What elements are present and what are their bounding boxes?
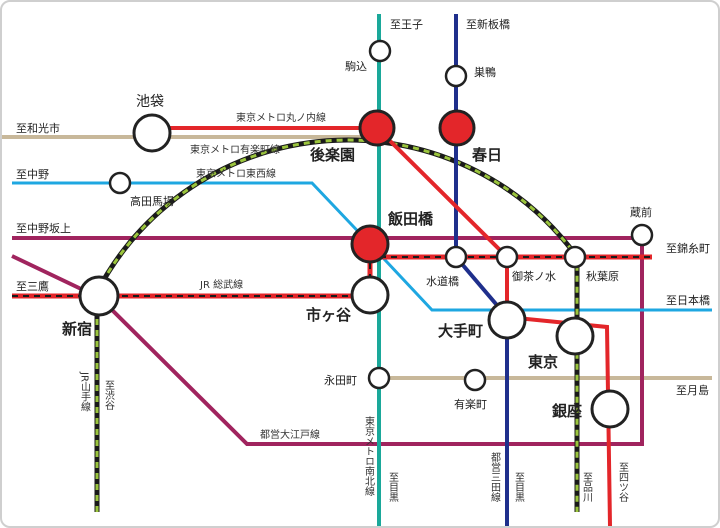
station-akihabara[interactable] xyxy=(563,245,587,269)
mita-line xyxy=(454,14,509,526)
label-nanboku-line: 東京メトロ南北線 xyxy=(363,415,375,496)
label-sugamo: 巣鴨 xyxy=(474,65,496,79)
label-tozai-line: 東京メトロ東西線 xyxy=(196,167,276,180)
label-korakuen: 後楽園 xyxy=(309,146,355,164)
label-ichigaya: 市ヶ谷 xyxy=(306,306,352,324)
label-meguro-nanboku: 至目黒 xyxy=(387,472,399,503)
label-iidabashi: 飯田橋 xyxy=(387,210,434,228)
oedo-line xyxy=(11,236,644,446)
station-suidobashi[interactable] xyxy=(444,245,468,269)
label-shinagawa: 至品川 xyxy=(581,472,593,502)
station-kasuga[interactable] xyxy=(438,109,476,147)
station-ochanomizu[interactable] xyxy=(495,245,519,269)
station-takadanobaba[interactable] xyxy=(108,171,132,195)
yamanote-line-dash xyxy=(95,138,579,512)
label-wakoshi: 至和光市 xyxy=(16,121,60,135)
station-sugamo[interactable] xyxy=(444,64,468,88)
label-kinshicho: 至錦糸町 xyxy=(666,241,710,255)
label-mitaka: 至三鷹 xyxy=(16,279,49,293)
label-mita-line: 都営三田線 xyxy=(489,452,501,502)
station-ikebukuro[interactable] xyxy=(132,113,172,153)
label-kasuga: 春日 xyxy=(472,146,502,164)
label-marunouchi-line: 東京メトロ丸ノ内線 xyxy=(236,111,326,124)
label-yurakucho: 有楽町 xyxy=(454,397,487,411)
station-kuramae[interactable] xyxy=(630,223,654,247)
label-shin-itabashi: 至新板橋 xyxy=(466,17,510,31)
station-ichigaya[interactable] xyxy=(350,275,390,315)
label-oji: 至王子 xyxy=(390,18,423,31)
label-ochanomizu: 御茶ノ水 xyxy=(512,269,556,283)
station-komagome[interactable] xyxy=(368,39,392,63)
label-tokyo: 東京 xyxy=(528,353,558,371)
label-otemachi: 大手町 xyxy=(438,322,483,340)
marunouchi-line xyxy=(152,126,612,526)
label-akihabara: 秋葉原 xyxy=(586,269,619,283)
station-nagatacho[interactable] xyxy=(367,366,391,390)
station-shinjuku[interactable] xyxy=(78,275,120,317)
label-nihonbashi: 至日本橋 xyxy=(666,293,710,307)
label-meguro-mita: 至目黒 xyxy=(513,472,525,503)
station-iidabashi[interactable] xyxy=(350,224,390,264)
station-otemachi[interactable] xyxy=(487,300,527,340)
label-nakano: 至中野 xyxy=(16,168,49,181)
label-ikebukuro: 池袋 xyxy=(136,94,164,110)
label-takadanobaba: 高田馬場 xyxy=(130,194,174,208)
label-tsukishima: 至月島 xyxy=(676,383,709,397)
station-tokyo[interactable] xyxy=(555,316,595,356)
label-yamanote-line: JR山手線 xyxy=(79,371,91,412)
station-yurakucho[interactable] xyxy=(463,368,487,392)
label-ginza: 銀座 xyxy=(552,402,582,420)
label-yurakucho-line: 東京メトロ有楽町線 xyxy=(190,143,280,156)
label-komagome: 駒込 xyxy=(345,60,367,73)
label-suidobashi: 水道橋 xyxy=(426,274,459,288)
label-oedo-line: 都営大江戸線 xyxy=(260,428,320,441)
label-kuramae: 蔵前 xyxy=(630,205,652,219)
label-shibuya: 至渋谷 xyxy=(103,380,115,411)
label-shinjuku: 新宿 xyxy=(62,320,92,338)
station-ginza[interactable] xyxy=(590,389,630,429)
station-korakuen[interactable] xyxy=(358,109,396,147)
label-nakano-sakaue: 至中野坂上 xyxy=(16,222,71,235)
label-yotsuya: 至四ツ谷 xyxy=(617,462,629,503)
label-nagatacho: 永田町 xyxy=(324,373,357,387)
label-sobu-line: JR 総武線 xyxy=(199,278,243,291)
